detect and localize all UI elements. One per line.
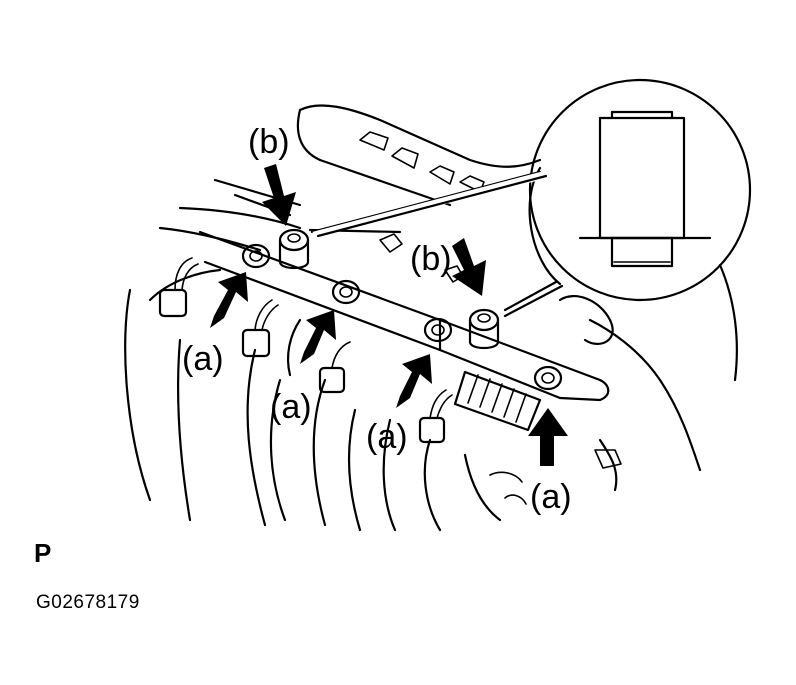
arrow-b-2 — [452, 238, 486, 296]
fuel-rail-diagram: (b) (b) (a) (a) (a) (a) — [124, 78, 752, 532]
spacer-bolt — [278, 228, 310, 270]
fuel-hose — [453, 370, 542, 432]
label-a-3: (a) — [366, 418, 408, 456]
zoom-callout — [310, 78, 752, 318]
label-a-1: (a) — [182, 340, 224, 378]
figure-code: G02678179 — [36, 592, 140, 613]
insulator-ring — [241, 243, 271, 269]
callout-labels: (b) (b) (a) (a) (a) (a) — [182, 123, 572, 516]
arrows — [210, 164, 568, 466]
insulator-ring — [423, 317, 453, 343]
insulator-rings — [241, 243, 563, 391]
spacer-bolts — [278, 228, 500, 350]
label-b-2: (b) — [410, 240, 452, 278]
label-a-2: (a) — [270, 388, 312, 426]
label-b-1: (b) — [248, 123, 290, 161]
view-letter: P — [34, 538, 52, 568]
injector-connectors — [158, 257, 453, 444]
spacer-detail — [578, 110, 712, 268]
insulator-ring — [533, 365, 563, 391]
arrow-a-2 — [300, 310, 336, 364]
arrow-a-4 — [528, 408, 568, 466]
arrow-a-1 — [210, 272, 248, 328]
spacer-bolt — [468, 308, 500, 350]
arrow-b-1 — [262, 164, 296, 226]
arrow-a-3 — [396, 354, 432, 408]
label-a-4: (a) — [530, 478, 572, 516]
insulator-ring — [331, 279, 361, 305]
